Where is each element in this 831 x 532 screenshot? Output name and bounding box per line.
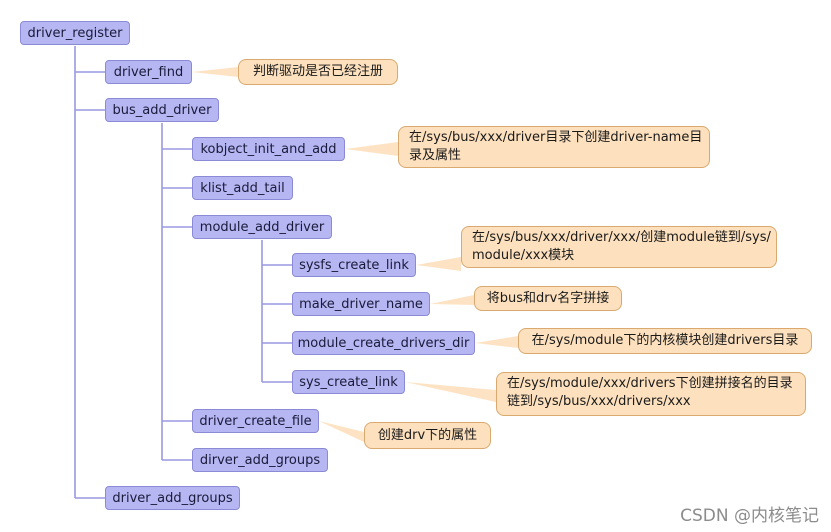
note-make-driver-name: 将bus和drv名字拼接: [474, 286, 622, 311]
node-driver-create-file: driver_create_file: [192, 409, 319, 433]
note-sysfs-line-1: 在/sys/bus/xxx/driver/xxx/创建module链到/sys/: [472, 230, 771, 245]
tree-connectors: [74, 46, 292, 499]
node-module-create-drivers-dir: module_create_drivers_dir: [292, 331, 475, 355]
note-sys-line-1: 在/sys/module/xxx/drivers下创建拼接名的目录: [507, 376, 793, 391]
note-sysfs-line-2: module/xxx模块: [472, 248, 575, 263]
note-sys-create-link: 在/sys/module/xxx/drivers下创建拼接名的目录 链到/sys…: [496, 372, 806, 416]
note-drivers-dir-text: 在/sys/module下的内核模块创建drivers目录: [531, 333, 799, 348]
node-driver-add-groups: driver_add_groups: [105, 486, 240, 510]
note-sys-line-2: 链到/sys/bus/xxx/drivers/xxx: [507, 394, 691, 409]
callout-tails: [192, 67, 518, 442]
note-sysfs-create-link: 在/sys/bus/xxx/driver/xxx/创建module链到/sys/…: [461, 226, 777, 268]
node-bus-add-driver: bus_add_driver: [105, 98, 219, 122]
note-module-create-drivers-dir: 在/sys/module下的内核模块创建drivers目录: [518, 328, 812, 354]
tail-kobject: [345, 142, 398, 156]
node-sys-create-link: sys_create_link: [292, 370, 405, 394]
tail-sysfs: [416, 257, 461, 271]
tail-create-file: [319, 421, 364, 442]
node-dirver-add-groups: dirver_add_groups: [192, 448, 328, 472]
note-driver-create-file: 创建drv下的属性: [364, 422, 491, 449]
node-driver-find: driver_find: [105, 60, 192, 84]
tail-driver-find: [192, 67, 238, 77]
node-klist-add-tail: klist_add_tail: [192, 176, 293, 200]
note-make-driver-name-text: 将bus和drv名字拼接: [486, 290, 610, 306]
note-driver-find: 判断驱动是否已经注册: [238, 59, 398, 85]
note-kobject-line-2: 录及属性: [409, 148, 462, 163]
note-driver-create-file-text: 创建drv下的属性: [377, 427, 478, 443]
node-driver-register: driver_register: [20, 21, 130, 45]
node-sysfs-create-link: sysfs_create_link: [292, 253, 416, 277]
tail-sys-link: [405, 382, 496, 402]
note-kobject-init-and-add: 在/sys/bus/xxx/driver目录下创建driver-name目 录及…: [398, 126, 710, 168]
note-kobject-line-1: 在/sys/bus/xxx/driver目录下创建driver-name目: [409, 130, 703, 145]
note-driver-find-text: 判断驱动是否已经注册: [252, 64, 383, 79]
watermark: CSDN @内核笔记: [680, 506, 819, 526]
tail-make-name: [430, 295, 474, 305]
node-make-driver-name: make_driver_name: [292, 292, 430, 316]
node-module-add-driver: module_add_driver: [192, 215, 332, 239]
node-kobject-init-and-add: kobject_init_and_add: [192, 137, 345, 161]
tail-drivers-dir: [475, 336, 518, 348]
